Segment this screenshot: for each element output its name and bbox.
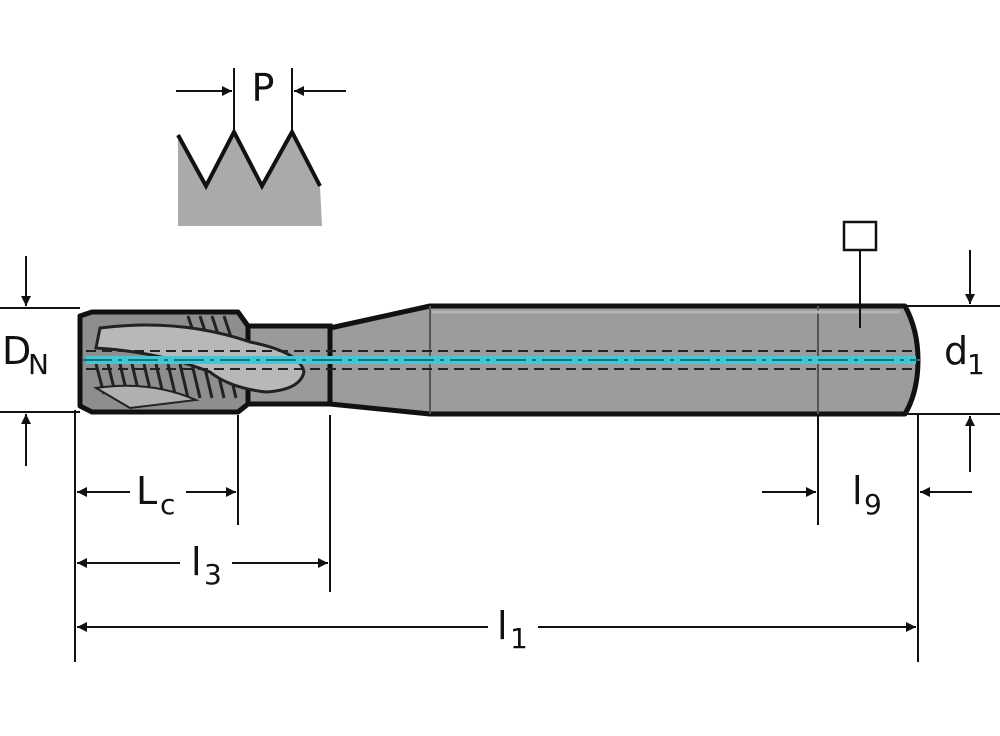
nominal-diameter-label: D	[2, 329, 31, 373]
total-length-label: l	[497, 604, 508, 648]
tap-body	[77, 303, 921, 417]
square-length-label: l	[852, 469, 863, 513]
shank-diameter-label: d	[944, 329, 968, 373]
thread-length-label: l	[191, 540, 202, 584]
square-drive-symbol	[842, 220, 878, 328]
tap-flute-lower	[93, 384, 200, 410]
chamfer-length-subscript: c	[160, 488, 175, 521]
thread-length-dimension: l 3	[77, 540, 328, 591]
thread-profile-detail: P	[176, 66, 346, 226]
nominal-diameter-dimension: D N	[2, 256, 49, 466]
thread-profile-shape	[178, 132, 322, 226]
thread-length-subscript: 3	[204, 558, 222, 591]
square-symbol-box	[842, 220, 878, 252]
thread-profile-outline	[176, 127, 322, 191]
square-length-subscript: 9	[864, 488, 882, 521]
total-length-dimension: l 1	[77, 604, 916, 655]
nominal-diameter-subscript: N	[28, 348, 49, 381]
shank-diameter-subscript: 1	[967, 348, 985, 381]
total-length-subscript: 1	[510, 622, 528, 655]
extension-lines	[0, 305, 1000, 662]
chamfer-length-label: L	[136, 469, 157, 513]
chamfer-length-dimension: L c	[77, 469, 236, 521]
pitch-label: P	[252, 66, 275, 110]
square-length-dimension: l 9	[762, 469, 972, 521]
shank-diameter-dimension: d 1	[944, 250, 985, 472]
